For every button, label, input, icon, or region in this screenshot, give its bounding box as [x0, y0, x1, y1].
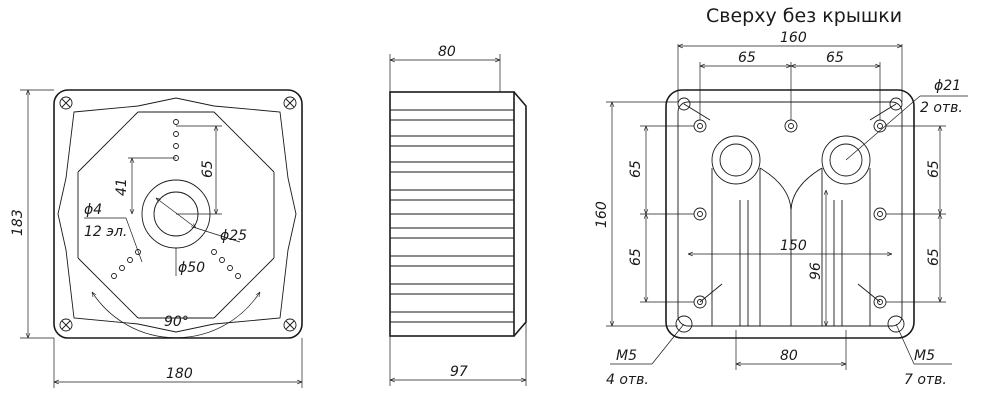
channel-merge: [759, 167, 823, 326]
top-pitch-b: 65: [826, 50, 844, 66]
bottom-span-label: 80: [780, 348, 798, 364]
small-hole-diameter: ϕ4: [84, 202, 102, 218]
side-lid: [513, 91, 527, 337]
m5-left-count: 4 отв.: [606, 372, 649, 388]
gland-count: 2 отв.: [920, 100, 963, 116]
lid-ridges: [77, 111, 275, 319]
inner-height-label: 96: [808, 262, 824, 280]
side-ribs: [390, 109, 514, 323]
lid-bevel: [57, 97, 297, 333]
side-depth-bottom: 97: [450, 364, 468, 380]
left-pitch-b: 65: [628, 248, 644, 266]
side-depth-top: 80: [438, 44, 456, 60]
right-pitch-b: 65: [926, 248, 942, 266]
gland-left: [711, 135, 761, 185]
lid-flat: [77, 111, 275, 319]
top-height-label: 160: [594, 201, 610, 228]
m5-right-label: M5: [914, 348, 935, 364]
small-hole-count: 12 эл.: [84, 224, 127, 240]
left-pitch-a: 65: [628, 160, 644, 178]
top-pitch-a: 65: [738, 50, 756, 66]
front-offset-label: 41: [114, 178, 130, 196]
top-view-title: Сверху без крышки: [706, 5, 902, 27]
gland-right: [821, 135, 871, 185]
right-pitch-a: 65: [926, 160, 942, 178]
front-height-label: 183: [10, 209, 26, 236]
corner-screws: [59, 96, 297, 332]
small-holes: [111, 119, 241, 279]
center-hole-label: ϕ25: [220, 228, 247, 244]
top-outline: [665, 89, 915, 339]
front-view: 183 180 65 41 ϕ4 12 эл. ϕ25 ϕ50 90°: [10, 89, 303, 388]
m5-left-label: M5: [616, 348, 637, 364]
center-circle-label: ϕ50: [178, 260, 205, 276]
side-view: 80 97: [389, 44, 527, 386]
channel-lines: [711, 168, 871, 326]
top-view: Сверху без крышки 160 65: [594, 5, 968, 388]
front-width-label: 180: [166, 366, 193, 382]
m5-right-count: 7 отв.: [904, 372, 947, 388]
inner-span-label: 150: [780, 238, 807, 254]
gland-diameter: ϕ21: [934, 78, 961, 94]
top-width-label: 160: [780, 30, 807, 46]
angle-label: 90°: [164, 314, 189, 330]
front-pitch-label: 65: [200, 160, 216, 178]
